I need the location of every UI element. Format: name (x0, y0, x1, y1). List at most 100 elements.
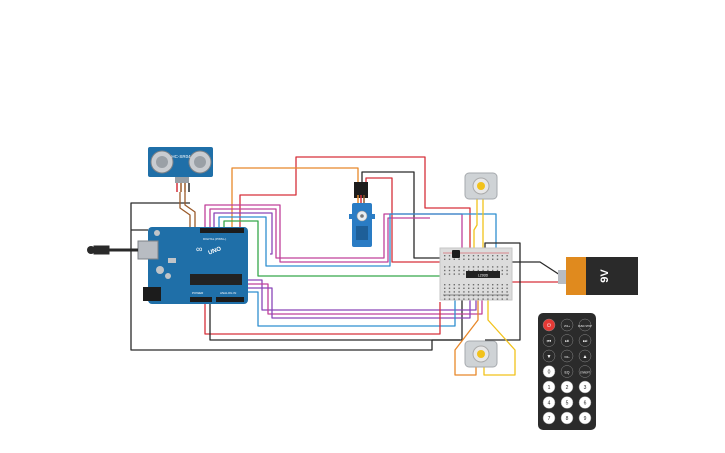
breadboard-hole[interactable] (448, 266, 451, 268)
breadboard-hole[interactable] (458, 294, 460, 297)
wire-yellow-motor-top[interactable] (473, 198, 484, 250)
breadboard-hole[interactable] (496, 298, 499, 300)
breadboard-hole[interactable] (468, 287, 470, 289)
breadboard-hole[interactable] (444, 294, 446, 297)
breadboard-hole[interactable] (487, 287, 489, 289)
breadboard-hole[interactable] (468, 269, 470, 272)
breadboard-hole[interactable] (453, 258, 455, 260)
breadboard-hole[interactable] (444, 298, 446, 300)
breadboard-hole[interactable] (453, 266, 455, 268)
breadboard-hole[interactable] (506, 255, 508, 257)
breadboard-hole[interactable] (506, 291, 508, 293)
remote-key[interactable]: VOL- (560, 349, 574, 363)
breadboard-hole[interactable] (444, 269, 446, 272)
usb-cable[interactable] (93, 245, 138, 255)
reset-button[interactable] (154, 230, 160, 236)
wire-red-top[interactable] (239, 156, 471, 250)
breadboard-hole[interactable] (501, 291, 503, 293)
breadboard-hole[interactable] (487, 266, 489, 268)
breadboard-hole[interactable] (472, 294, 475, 297)
remote-key[interactable]: ⏭ (578, 334, 592, 347)
breadboard-hole[interactable] (468, 255, 470, 257)
breadboard-hole[interactable] (458, 273, 460, 275)
breadboard-hole[interactable] (492, 269, 494, 272)
remote-key[interactable]: EQ (560, 365, 574, 378)
breadboard-hole[interactable] (453, 269, 455, 272)
breadboard-hole[interactable] (501, 273, 503, 275)
breadboard-hole[interactable] (458, 298, 460, 300)
breadboard-hole[interactable] (458, 287, 460, 289)
breadboard-hole[interactable] (453, 273, 455, 275)
breadboard-hole[interactable] (487, 258, 489, 260)
wire-magenta-1[interactable] (204, 204, 430, 263)
remote-key[interactable]: 0 (542, 365, 556, 378)
wire-black-outer[interactable] (130, 202, 463, 351)
breadboard-hole[interactable] (492, 298, 494, 300)
breadboard-hole[interactable] (501, 287, 503, 289)
breadboard-hole[interactable] (506, 258, 508, 260)
breadboard-hole[interactable] (501, 258, 503, 260)
breadboard-hole[interactable] (501, 284, 503, 286)
breadboard-hole[interactable] (463, 269, 465, 272)
breadboard-hole[interactable] (492, 255, 494, 257)
breadboard-hole[interactable] (482, 291, 484, 293)
breadboard-hole[interactable] (506, 294, 508, 297)
breadboard-hole[interactable] (477, 266, 479, 268)
breadboard-hole[interactable] (448, 255, 451, 257)
remote-key[interactable]: ⏮ (542, 334, 556, 347)
breadboard-hole[interactable] (492, 284, 494, 286)
breadboard-hole[interactable] (453, 294, 455, 297)
breadboard-hole[interactable] (458, 284, 460, 286)
breadboard-hole[interactable] (482, 287, 484, 289)
mini-breadboard[interactable]: L293D (439, 247, 513, 301)
breadboard-hole[interactable] (472, 298, 475, 300)
breadboard-hole[interactable] (463, 294, 465, 297)
breadboard-hole[interactable] (477, 258, 479, 260)
breadboard-hole[interactable] (482, 255, 484, 257)
breadboard-hole[interactable] (468, 258, 470, 260)
breadboard-hole[interactable] (463, 258, 465, 260)
breadboard-hole[interactable] (487, 291, 489, 293)
dc-motor-bottom[interactable] (464, 340, 498, 368)
wire-black-bottom[interactable] (209, 302, 460, 341)
breadboard-hole[interactable] (506, 266, 508, 268)
motor-driver-chip[interactable] (466, 271, 500, 278)
breadboard-hole[interactable] (487, 284, 489, 286)
breadboard-hole[interactable] (468, 284, 470, 286)
wire-purple-2[interactable] (245, 279, 477, 311)
breadboard-hole[interactable] (482, 258, 484, 260)
breadboard-hole[interactable] (506, 269, 508, 272)
breadboard-hole[interactable] (448, 273, 451, 275)
breadboard-hole[interactable] (472, 255, 475, 257)
breadboard-hole[interactable] (463, 298, 465, 300)
ultrasonic-sensor[interactable]: HC-SR04 (148, 147, 213, 192)
breadboard-hole[interactable] (444, 266, 446, 268)
wire-purple-3[interactable] (245, 287, 471, 319)
remote-key[interactable]: 8 (560, 411, 574, 425)
breadboard-hole[interactable] (492, 291, 494, 293)
breadboard-hole[interactable] (501, 255, 503, 257)
breadboard-hole[interactable] (448, 284, 451, 286)
breadboard-hole[interactable] (487, 294, 489, 297)
breadboard-hole[interactable] (444, 273, 446, 275)
breadboard-hole[interactable] (463, 273, 465, 275)
breadboard-hole[interactable] (468, 298, 470, 300)
breadboard-hole[interactable] (448, 258, 451, 260)
breadboard-hole[interactable] (477, 269, 479, 272)
breadboard-hole[interactable] (444, 258, 446, 260)
remote-key[interactable]: 1 (542, 380, 556, 394)
breadboard-hole[interactable] (472, 258, 475, 260)
breadboard-hole[interactable] (506, 298, 508, 300)
breadboard-hole[interactable] (472, 287, 475, 289)
remote-key[interactable]: ⏻ (542, 318, 556, 332)
remote-key[interactable]: 6 (578, 396, 592, 409)
breadboard-hole[interactable] (496, 284, 499, 286)
breadboard-hole[interactable] (501, 294, 503, 297)
wire-black-bb-right[interactable] (484, 242, 521, 341)
breadboard-hole[interactable] (492, 266, 494, 268)
breadboard-hole[interactable] (506, 287, 508, 289)
wire-purple-1[interactable] (213, 212, 273, 255)
servo-motor[interactable] (349, 182, 375, 247)
breadboard-hole[interactable] (448, 298, 451, 300)
